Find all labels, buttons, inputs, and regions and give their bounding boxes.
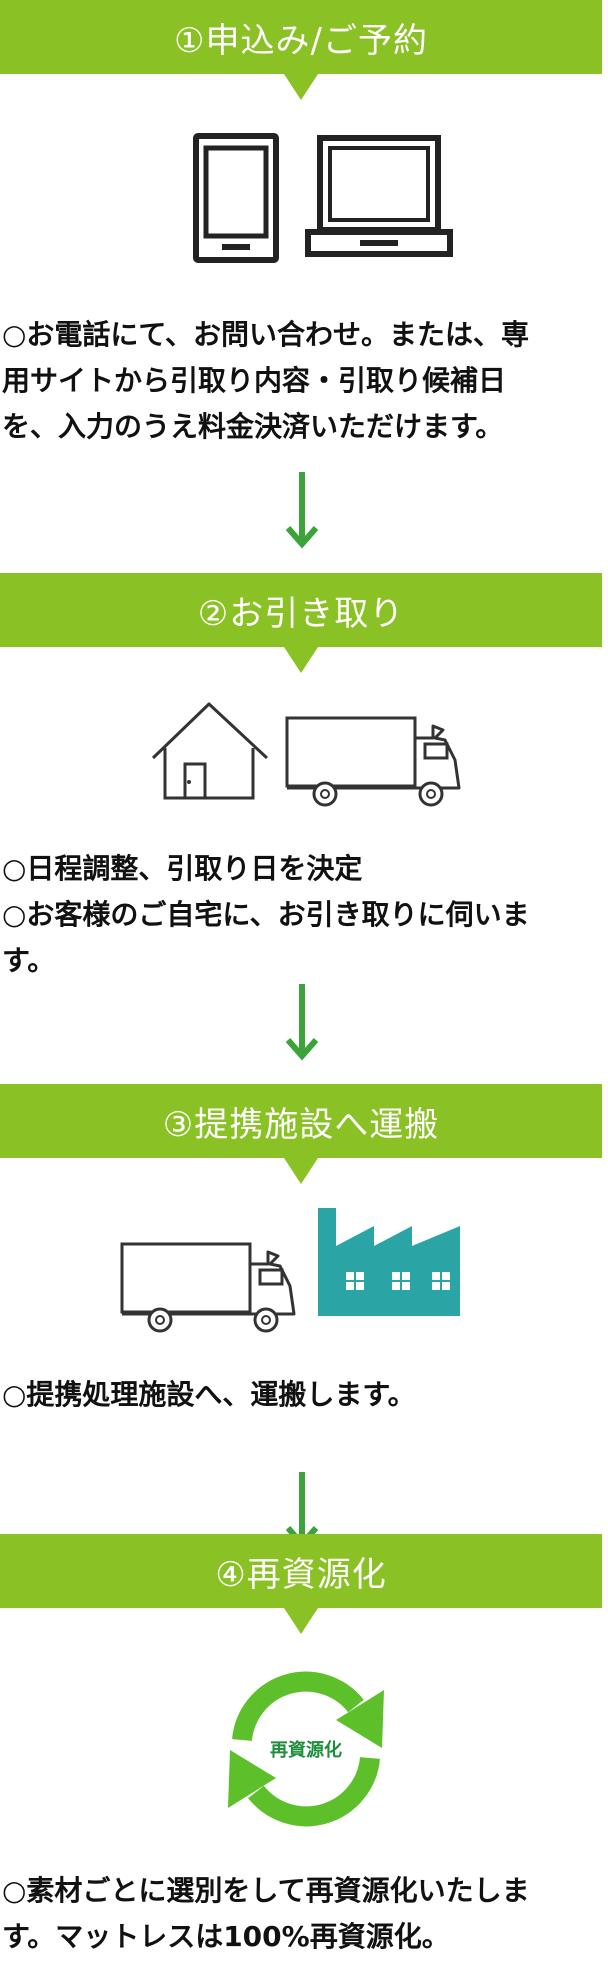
step-3-pointer <box>284 1158 318 1184</box>
down-arrow-icon <box>285 472 319 549</box>
step-3-header: ③提携施設へ運搬 <box>0 1084 602 1158</box>
laptop-icon <box>305 135 453 257</box>
step-2-title: ②お引き取り <box>197 593 405 634</box>
step-2-header: ②お引き取り <box>0 573 602 647</box>
step-1-title: ①申込み/ご予約 <box>174 20 428 61</box>
step-2-pointer <box>284 647 318 673</box>
step-1-pointer <box>284 74 318 100</box>
step-4-pointer <box>284 1608 318 1634</box>
down-arrow-icon <box>285 984 319 1061</box>
tablet-icon <box>193 133 279 263</box>
recycle-label: 再資源化 <box>270 1740 342 1761</box>
step-1-header: ①申込み/ご予約 <box>0 0 602 74</box>
step-1-description: ○お電話にて、お問い合わせ。または、専 用サイトから引取り内容・引取り候補日 を… <box>2 318 530 443</box>
step-4-description: ○素材ごとに選別をして再資源化いたしま す。マットレスは100%再資源化。 <box>2 1874 530 1953</box>
step-3-description: ○提携処理施設へ、運搬します。 <box>2 1378 416 1411</box>
truck-icon <box>285 716 461 807</box>
step-4-title: ④再資源化 <box>215 1554 387 1595</box>
step-4-header: ④再資源化 <box>0 1534 602 1608</box>
factory-icon <box>318 1208 460 1316</box>
step-2-description: ○日程調整、引取り日を決定 ○お客様のご自宅に、お引き取りに伺いま す。 <box>2 852 530 977</box>
house-icon <box>151 702 269 800</box>
truck-icon <box>120 1242 296 1333</box>
step-3-title: ③提携施設へ運搬 <box>162 1104 440 1145</box>
recycle-icon: 再資源化 <box>206 1662 406 1836</box>
